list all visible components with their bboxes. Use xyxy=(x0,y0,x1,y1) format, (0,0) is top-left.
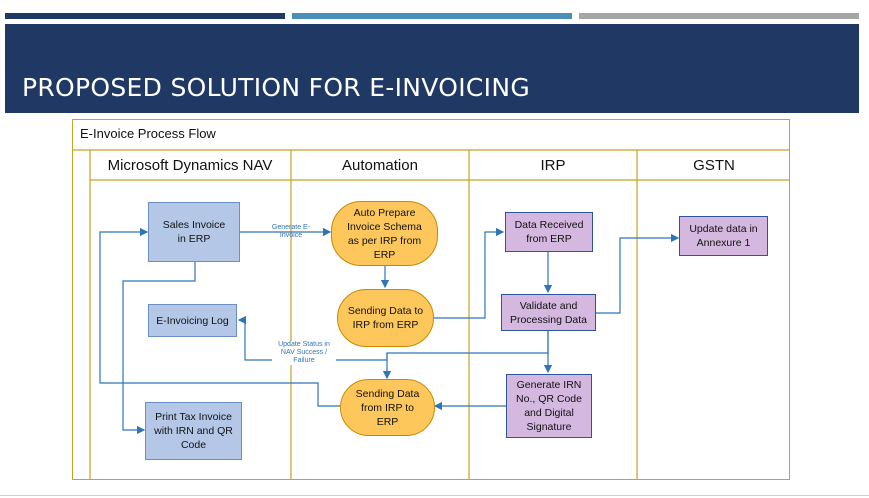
lane-header-automation: Automation xyxy=(342,157,418,174)
process-flow-frame xyxy=(72,119,790,480)
title-banner xyxy=(5,24,859,113)
slide-title: PROPOSED SOLUTION FOR E-INVOICING xyxy=(22,73,531,102)
process-flow-title: E-Invoice Process Flow xyxy=(80,126,216,141)
lane-header-nav: Microsoft Dynamics NAV xyxy=(107,157,273,174)
validate-processing-box: Validate and Processing Data xyxy=(501,294,596,331)
accent-bar-3 xyxy=(579,13,859,19)
generate-einvoice-label: Generate E-Invoice xyxy=(271,224,311,239)
update-annexure-box: Update data in Annexure 1 xyxy=(679,216,768,256)
accent-bar-1 xyxy=(5,13,285,19)
footer-divider xyxy=(0,495,869,496)
einvoicing-log-box: E-Invoicing Log xyxy=(148,304,237,337)
lane-header-irp: IRP xyxy=(540,157,566,174)
sending-data-to-irp-node: Sending Data to IRP from ERP xyxy=(337,289,434,347)
auto-prepare-node: Auto Prepare Invoice Schema as per IRP f… xyxy=(331,201,438,266)
data-received-box: Data Received from ERP xyxy=(505,212,593,252)
lane-header-gstn: GSTN xyxy=(693,157,735,174)
print-tax-invoice-box: Print Tax Invoice with IRN and QR Code xyxy=(145,402,242,460)
sending-data-from-irp-node: Sending Data from IRP to ERP xyxy=(340,379,435,436)
update-status-label: Update Status in NAV Success / Failure xyxy=(272,341,336,365)
sales-invoice-box: Sales Invoice in ERP xyxy=(148,202,240,262)
accent-bar-2 xyxy=(292,13,572,19)
generate-irn-box: Generate IRN No., QR Code and Digital Si… xyxy=(506,374,592,438)
